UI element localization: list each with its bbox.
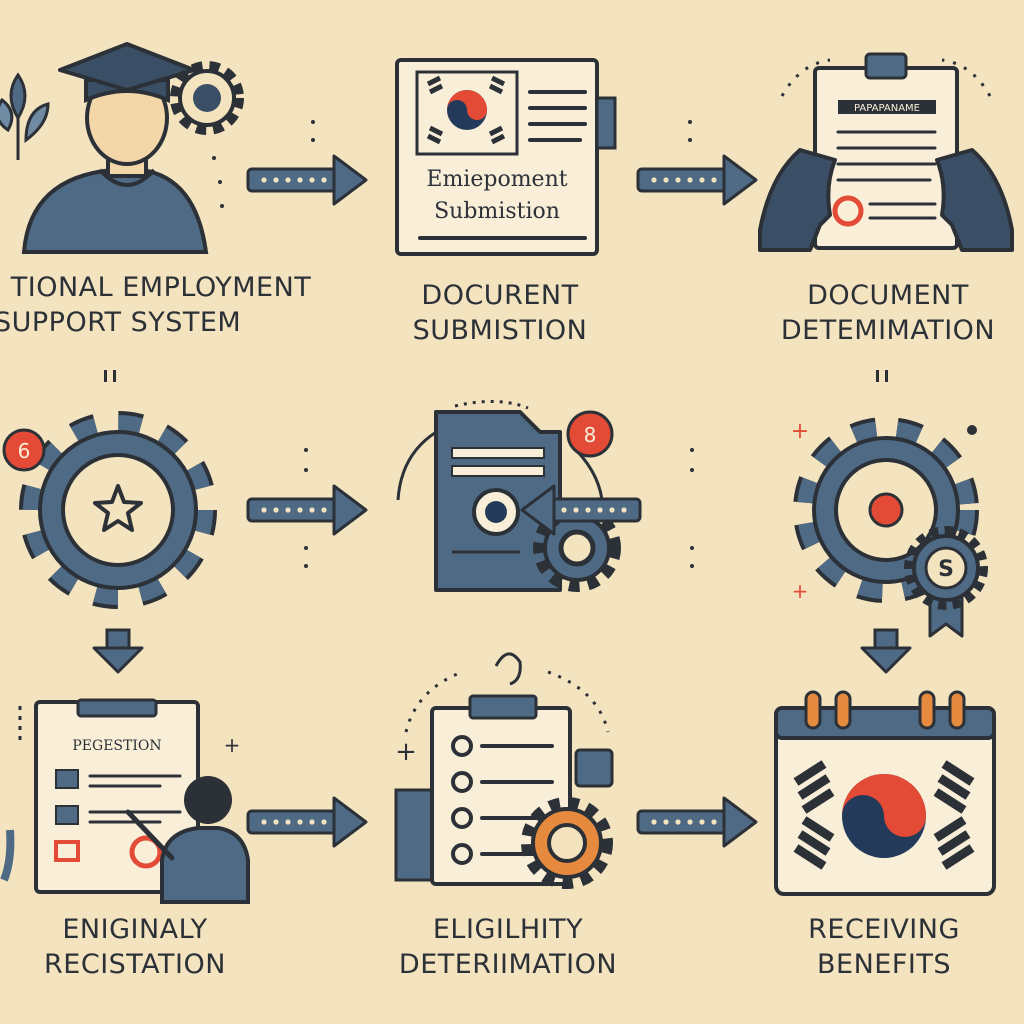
folder-with-gear-icon [396,399,621,592]
hands-holding-document-icon: PAPAPANAME [758,52,1014,252]
svg-text:+: + [791,419,809,444]
decorative-marks [104,120,888,568]
badge-number: 8 [584,423,597,447]
step-label-national-employment: TIONAL EMPLOYMENT SUPPORT SYSTEM [0,272,312,338]
step-label-document-submission: DOCURENT SUBMISTION [412,280,588,346]
step-label-document-determination: DOCUMENT DETEMIMATION [780,280,996,346]
document-header-text: PAPAPANAME [854,103,920,114]
registration-form-with-person-icon: PEGESTION + [0,698,250,904]
document-with-flag-icon: Emiepoment Submistion [395,58,617,256]
student-with-gear-icon [0,42,244,254]
flow-arrow [246,484,368,536]
gear-with-medal-icon: S + + [791,417,988,638]
svg-text:+: + [792,579,809,603]
flow-arrow [636,796,758,848]
badge: 6 [2,428,46,472]
badge: 8 [566,410,614,458]
gear-with-star-icon [19,411,217,609]
form-title: PEGESTION [72,738,161,754]
checklist-with-gear-icon: + [394,652,614,889]
medal-letter: S [938,557,954,582]
document-title-line-1: Emiepoment [426,167,567,192]
flow-arrow-down [92,628,144,674]
document-title-line-2: Submistion [434,199,560,224]
flow-arrow [636,154,758,206]
flow-arrow [246,796,368,848]
flow-arrow [246,154,368,206]
step-label-eligibility: ELIGILHITY DETERIIMATION [398,914,618,980]
svg-text:+: + [395,737,417,767]
calendar-with-flag-icon [774,690,996,896]
svg-text:+: + [224,733,241,757]
step-label-receiving-benefits: RECEIVING BENEFITS [808,914,960,980]
badge-number: 6 [18,439,31,463]
step-label-registration: ENIGINALY RECISTATION [44,914,226,980]
flow-arrow-down [860,628,912,674]
